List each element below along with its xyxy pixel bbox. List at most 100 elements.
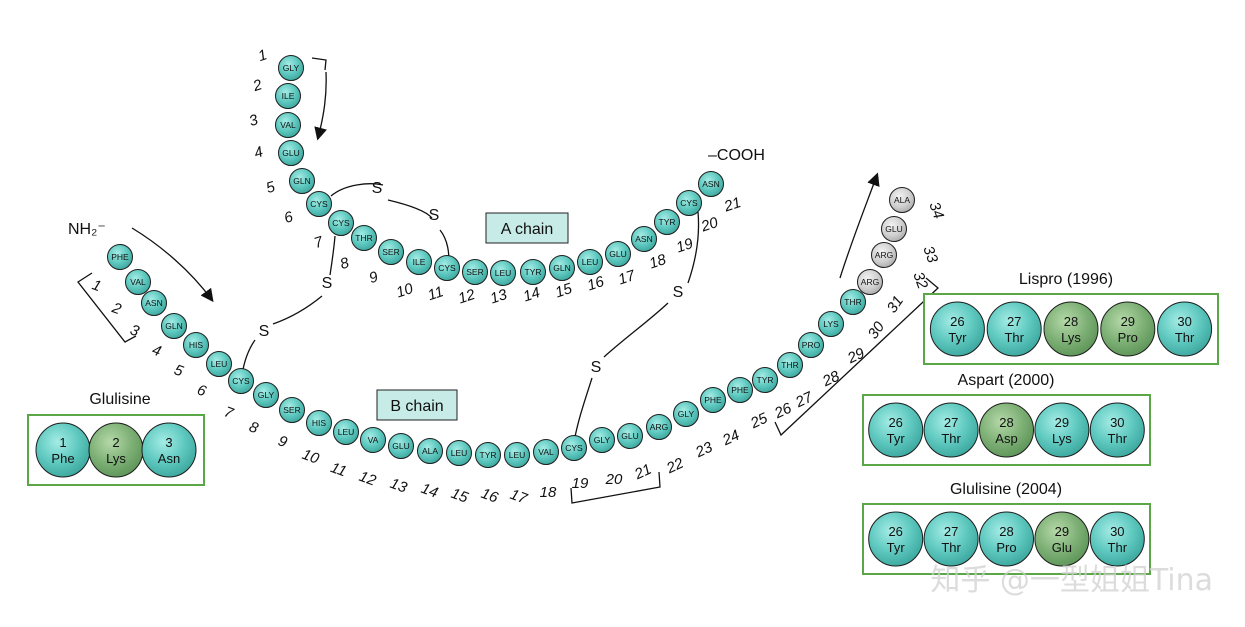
b-chain-residue: VAL — [533, 439, 559, 465]
analog-residue-name: Thr — [941, 431, 961, 446]
a-chain-position-number: 5 — [264, 178, 278, 197]
a-chain-residue: TYR — [520, 259, 546, 285]
b-chain-residue: HIS — [306, 410, 332, 436]
analog-residue-number: 29 — [1055, 415, 1069, 430]
analog-residue-number: 29 — [1055, 524, 1069, 539]
b-chain-position-number: 26 — [771, 399, 795, 422]
a-chain-residue-label: SER — [466, 267, 483, 277]
b-chain-position-number: 11 — [328, 459, 348, 480]
a-chain-residue-label: GLN — [293, 176, 310, 186]
analog-residue-name: Pro — [996, 540, 1016, 555]
analog-residue-name: Phe — [51, 451, 74, 466]
a-chain-position-number: 18 — [647, 251, 669, 273]
brackets — [77, 57, 939, 504]
sulfur-label: S — [591, 359, 602, 376]
a-chain-position-number: 1 — [256, 46, 269, 65]
b-chain-residue: PHE — [700, 387, 726, 413]
b-chain-residue: LYS — [818, 311, 844, 337]
b-chain-position-number: 29 — [844, 344, 868, 367]
arrows — [131, 71, 880, 303]
b-chain-position-number: 19 — [572, 475, 589, 492]
b-chain-residue: HIS — [183, 332, 209, 358]
b-chain-residue-label: GLN — [165, 321, 182, 331]
a-chain-position-number: 3 — [247, 111, 261, 130]
b-chain-residue: CYS — [228, 368, 254, 394]
disulfide-bonds — [241, 183, 700, 443]
b-chain-residue: GLY — [253, 382, 279, 408]
b-chain-residue-label: GLU — [885, 224, 902, 234]
analog-boxes: Lispro (1996)26Tyr27Thr28Lys29Pro30ThrAs… — [862, 271, 1219, 575]
cooh-terminal-label: –COOH — [708, 147, 765, 164]
a-chain-label-box: A chain — [485, 212, 569, 244]
analog-residue-name: Thr — [1175, 330, 1195, 345]
b-chain-position-number: 22 — [663, 454, 687, 477]
a-chain-position-number: 17 — [616, 267, 638, 289]
analog-residue-name: Tyr — [948, 330, 967, 345]
b-chain-residue-label: ALA — [422, 446, 438, 456]
a-chain-residue-label: VAL — [280, 120, 296, 130]
b-chain-position-number: 20 — [605, 471, 623, 488]
a-chain-position-number: 9 — [367, 268, 381, 287]
a-chain-residue-label: TYR — [659, 217, 676, 227]
b-chain-residue-label: LEU — [338, 427, 355, 437]
b-chain-position-number: 33 — [919, 244, 941, 266]
analog-residue-number: 30 — [1110, 415, 1124, 430]
b-chain-residue: LEU — [206, 351, 232, 377]
sulfur-label: S — [372, 180, 383, 197]
analog-residue-number: 30 — [1177, 314, 1191, 329]
a-chain-position-number: 6 — [282, 208, 296, 227]
b-chain-position-number: 24 — [719, 427, 742, 450]
a-chain-residue-label: ILE — [282, 91, 295, 101]
analog-residue-name: Lys — [1061, 330, 1081, 345]
a-chain-residue-label: CYS — [310, 199, 328, 209]
b-chain-residue: ALA — [417, 438, 443, 464]
analog-residue-number: 28 — [1064, 314, 1078, 329]
watermark: 知乎 @一型姐姐Tina — [930, 563, 1213, 598]
analog-residue-name: Tyr — [887, 431, 906, 446]
a-chain-residue: CYS — [328, 210, 354, 236]
analog-residue-name: Tyr — [887, 540, 906, 555]
analog-residue-name: Thr — [1108, 540, 1128, 555]
analog-residue-number: 30 — [1110, 524, 1124, 539]
b-chain-residue: CYS — [561, 435, 587, 461]
b-chain-position-number: 31 — [884, 293, 907, 316]
a-chain-residue-label: GLU — [282, 148, 299, 158]
b-chain-position-number: 4 — [150, 341, 164, 360]
analog-residue-name: Pro — [1118, 330, 1138, 345]
b-chain-residue-label: GLY — [594, 435, 611, 445]
b-chain-residue-label: HIS — [189, 340, 204, 350]
a-chain-label: A chain — [501, 221, 553, 238]
b-chain-residue: ARG — [646, 414, 672, 440]
a-chain-position-number: 20 — [698, 214, 721, 236]
b-chain-position-number: 9 — [276, 432, 290, 451]
analog-residue-number: 27 — [944, 524, 958, 539]
analog-residue-number: 26 — [888, 524, 902, 539]
a-chain-position-number: 7 — [312, 233, 326, 252]
a-chain-position-number: 4 — [252, 143, 265, 162]
a-chain-position-number: 8 — [338, 254, 352, 273]
sulfur-label: S — [429, 207, 440, 224]
a-chain-position-number: 15 — [553, 280, 575, 302]
b-chain-residue-label: PRO — [802, 340, 821, 350]
b-chain-residue: PHE — [107, 244, 133, 270]
b-chain-position-number: 12 — [357, 468, 379, 490]
a-chain-residue: ILE — [406, 249, 432, 275]
a-chain-residue: CYS — [306, 191, 332, 217]
analog-residue-number: 27 — [944, 415, 958, 430]
b-chain-residue-label: ALA — [894, 195, 910, 205]
a-chain-residue-label: ASN — [635, 234, 652, 244]
